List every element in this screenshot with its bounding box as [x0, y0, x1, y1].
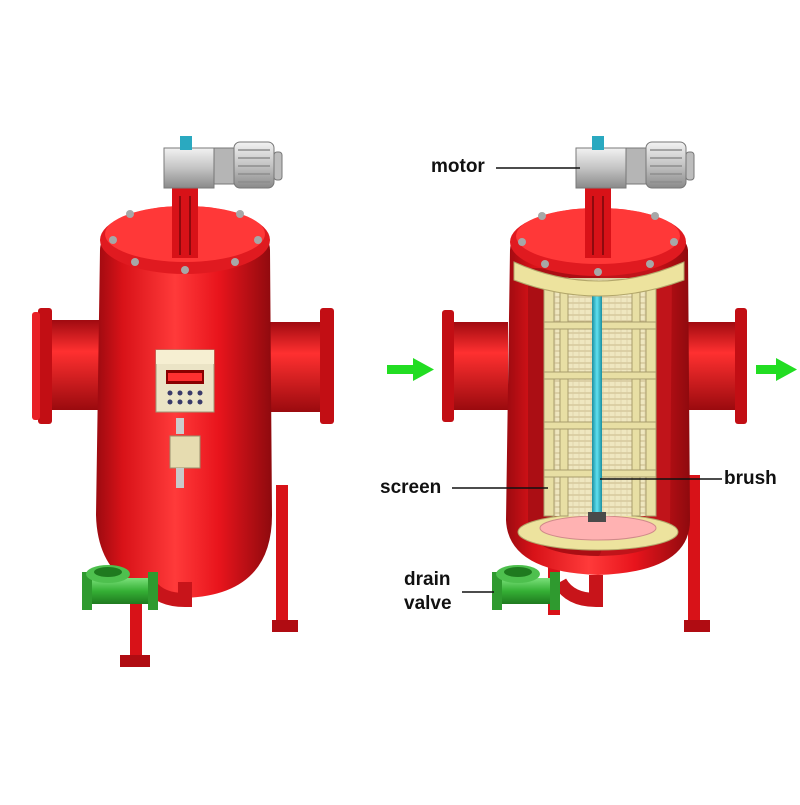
leader-lines — [452, 167, 722, 593]
drain-valve-exterior — [82, 565, 158, 610]
outlet-pipe-cutaway — [680, 308, 747, 424]
drive-housing — [172, 186, 198, 258]
flow-inlet-arrow — [387, 358, 434, 381]
drain-valve-label-line2: valve — [404, 593, 452, 614]
motor-assembly — [163, 136, 283, 189]
control-panel — [155, 349, 215, 413]
screen-label: screen — [380, 477, 442, 498]
outlet-pipe — [270, 308, 334, 424]
inlet-pipe — [32, 308, 102, 424]
drain-pipe-cutaway — [553, 575, 603, 608]
brush-shaft — [592, 284, 602, 520]
cutaway-view — [387, 136, 797, 632]
inlet-pipe-cutaway — [442, 310, 508, 422]
brush-label: brush — [724, 468, 777, 489]
drain-valve-label-line1: drain — [404, 569, 451, 590]
pressure-switch — [169, 418, 201, 488]
flow-outlet-arrow — [756, 358, 797, 381]
drain-valve-cutaway — [492, 565, 560, 610]
exterior-view — [32, 136, 334, 667]
motor-label: motor — [431, 156, 485, 177]
motor-assembly-cutaway — [575, 136, 695, 189]
